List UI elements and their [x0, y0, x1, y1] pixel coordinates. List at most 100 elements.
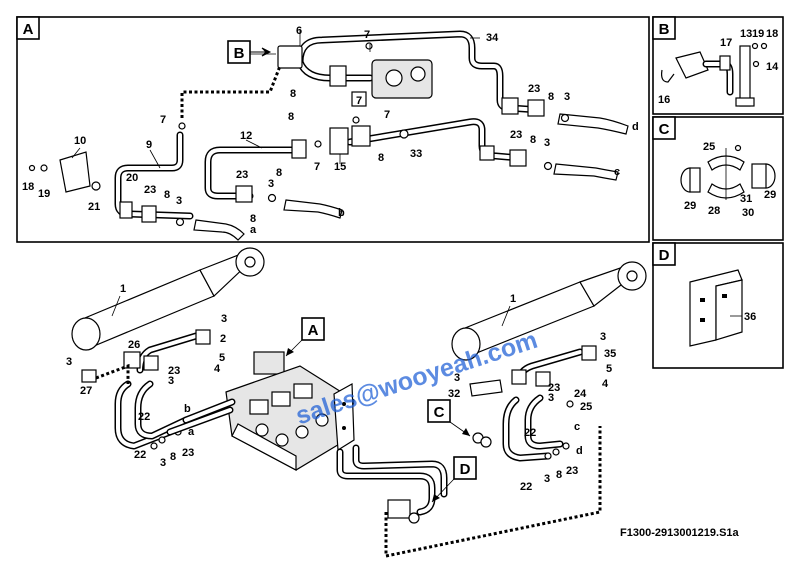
callout-15: 15	[334, 161, 346, 173]
callout-30: 30	[742, 207, 754, 219]
oring-3a	[560, 113, 570, 123]
view-a-piping	[28, 30, 629, 241]
clamp-12	[291, 139, 307, 159]
callout-8-12: 8	[276, 167, 282, 179]
callout-24: 24	[574, 388, 587, 400]
hose-c	[553, 163, 619, 181]
port-a-a: a	[250, 224, 257, 236]
callout-22-l2: 22	[134, 449, 146, 461]
oring-7d	[352, 116, 360, 124]
oring-3d	[175, 217, 185, 227]
callout-23-mr: 23	[510, 129, 522, 141]
valve-mount-plate	[333, 382, 355, 452]
oring-33	[399, 129, 409, 139]
callout-3-mr: 3	[544, 137, 550, 149]
callout-23-r: 23	[548, 382, 560, 394]
oring-7a	[365, 42, 373, 50]
oring-3b	[543, 161, 553, 171]
view-b-letter: B	[659, 21, 670, 38]
clamp-33-end	[479, 145, 495, 161]
port-c-m: c	[574, 421, 580, 433]
clamp-23-l1	[143, 355, 159, 371]
figure-code: F1300-2913001219.S1a	[620, 527, 740, 539]
main-labels: 1 1 3 2 26 5 3 4 23 3 27 b 22 a 22 3 8 2…	[66, 283, 616, 493]
valve-port-1	[385, 69, 403, 87]
c-sleeve-right-body	[751, 163, 767, 189]
callout-23-m: 23	[168, 365, 180, 377]
callout-23-bl: 23	[236, 169, 248, 181]
callout-8-a: 8	[290, 88, 296, 100]
bracket-10	[59, 151, 91, 193]
b-clamp	[675, 51, 709, 79]
callout-19-a: 19	[38, 188, 50, 200]
callout-7-15: 7	[314, 161, 320, 173]
nut-22-l	[150, 442, 158, 450]
view-d-tag: D	[652, 242, 676, 266]
clamp-23-r1	[511, 369, 527, 385]
callout-25-c: 25	[703, 141, 715, 153]
view-a-labels: 6 7 34 8 8 7 7 23 8 3 7 12 23 8 3 10 9 8…	[22, 25, 639, 236]
callout-8-33: 8	[378, 152, 384, 164]
callout-8-mr: 8	[530, 134, 536, 146]
callout-13: 13	[740, 28, 752, 40]
c-sleeve-left-body	[689, 167, 701, 193]
view-a-letter: A	[23, 21, 34, 38]
callout-8-l: 8	[164, 189, 170, 201]
cylinder-left	[71, 247, 265, 374]
callout-1-r: 1	[510, 293, 516, 305]
ref-d-letter: D	[460, 461, 471, 478]
callout-23-r2: 23	[566, 465, 578, 477]
b-ubolt-16	[661, 69, 675, 83]
clamp-23d	[141, 205, 157, 223]
callout-3-r4: 3	[544, 473, 550, 485]
callout-29-l: 29	[684, 200, 696, 212]
callout-25-r: 25	[580, 401, 592, 413]
callout-27: 27	[80, 385, 92, 397]
ref-dashed-7	[180, 65, 282, 118]
block-26	[123, 351, 141, 369]
callout-23-l: 23	[144, 184, 156, 196]
washer-21	[91, 181, 101, 191]
callout-3-tr: 3	[564, 91, 570, 103]
clamp-23a	[527, 99, 545, 117]
b-washer-19	[751, 42, 759, 50]
clamp-7	[351, 91, 367, 107]
left-circuit	[81, 329, 211, 450]
view-b-drawing	[661, 42, 768, 107]
callout-7-left: 7	[160, 114, 166, 126]
hose-b	[283, 199, 343, 219]
callout-7-top: 7	[364, 29, 370, 41]
callout-3-r1: 3	[600, 331, 606, 343]
callout-10: 10	[74, 135, 86, 147]
callout-4-r: 4	[602, 378, 609, 390]
callout-35: 35	[604, 348, 616, 360]
callout-26: 26	[128, 339, 140, 351]
callout-6: 6	[296, 25, 302, 37]
callout-22-l1: 22	[138, 411, 150, 423]
ref-a-marker: A	[285, 317, 325, 357]
callout-14: 14	[766, 61, 779, 73]
view-c-drawing	[680, 144, 776, 200]
callout-8-b: 8	[288, 111, 294, 123]
callout-20: 20	[126, 172, 138, 184]
bolt-18	[28, 164, 36, 172]
callout-23-m2: 23	[182, 447, 194, 459]
callout-8-m: 8	[170, 451, 176, 463]
view-d-letter: D	[659, 247, 670, 264]
clamp-23c	[235, 185, 253, 203]
callout-7-33: 7	[384, 109, 390, 121]
oring-7b	[178, 122, 186, 130]
ref-b-marker: B	[227, 40, 272, 64]
b-bolt-18	[760, 42, 768, 50]
clamp-23b	[509, 149, 527, 167]
view-b-labels: 13 19 18 17 14 16	[658, 28, 779, 106]
hose-d	[557, 113, 629, 135]
callout-19-b: 19	[752, 28, 764, 40]
block-2-l	[195, 329, 211, 345]
callout-18-a: 18	[22, 181, 34, 193]
callout-5-l: 5	[219, 352, 225, 364]
callout-22-r2: 22	[520, 481, 532, 493]
ref-d-marker: D	[431, 456, 477, 503]
callout-36: 36	[744, 311, 756, 323]
